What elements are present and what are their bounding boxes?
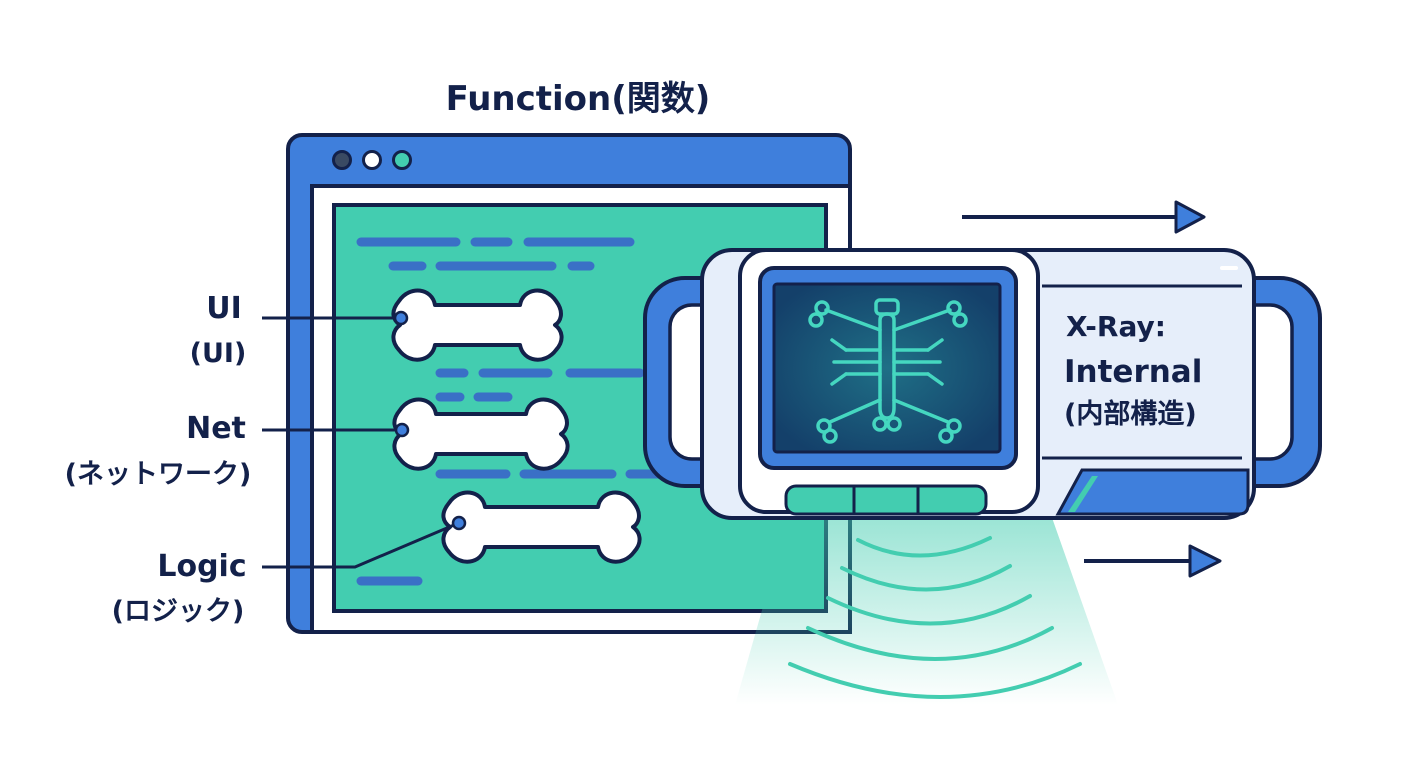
window-dots-icon [332,150,412,170]
label-logic: Logic [157,549,246,584]
scanner-subtitle: Internal [1064,354,1202,390]
scan-beam-icon [735,512,1118,705]
scanner-title: X-Ray: [1066,310,1166,343]
label-ui: UI [206,291,242,326]
label-net-sub: (ネットワーク) [65,459,252,490]
label-net: Net [186,411,246,446]
bone-ui [391,288,564,362]
bone-logic [441,490,642,564]
label-ui-sub: (UI) [190,338,247,369]
bone-icon [391,288,564,362]
scanner-subtitle-ja: (内部構造) [1064,398,1197,430]
leader-lines [262,316,455,569]
skeleton-icon [808,298,968,444]
bone-net [392,397,570,471]
xray-scanner: X-Ray: Internal (内部構造) [643,248,1322,520]
label-logic-sub: (ロジック) [112,596,245,627]
code-lines [356,237,665,586]
bone-icon [441,490,642,564]
bone-icon [392,397,570,471]
part-labels: UI (UI) Net (ネットワーク) Logic (ロジック) [65,291,252,627]
arrow-icon [962,200,1222,578]
diagram-title: Function(関数) [446,79,711,119]
